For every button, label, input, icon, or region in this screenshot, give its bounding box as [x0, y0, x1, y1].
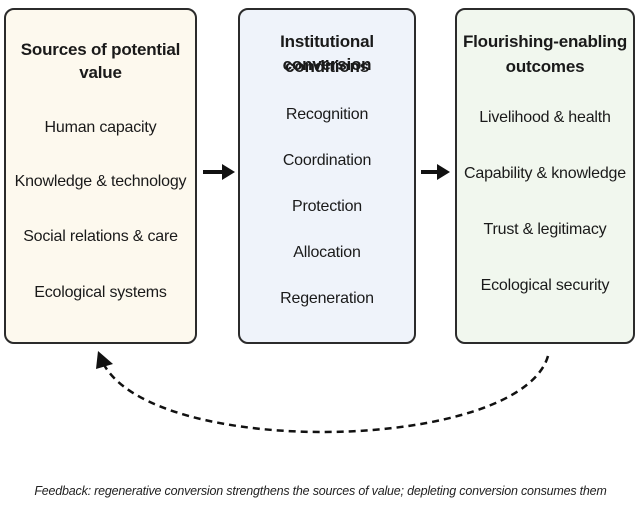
- sources-item-ecological-systems: Ecological systems: [34, 284, 167, 301]
- outcomes-title-line2: outcomes: [505, 57, 585, 76]
- outcomes-item-livelihood-health: Livelihood & health: [479, 109, 611, 126]
- outcomes-item-capability-knowledge: Capability & knowledge: [464, 165, 626, 182]
- conditions-item-recognition: Recognition: [285, 106, 369, 123]
- conditions-item-regeneration: Regeneration: [280, 290, 374, 307]
- sources-title: Sources of potential value: [20, 40, 181, 82]
- outcomes-box: Flourishing-enabling outcomes Livelihood…: [455, 8, 635, 344]
- sources-item-social-relations: Social relations & care: [23, 228, 178, 245]
- conditions-title-line1: Institutional conversion: [280, 32, 374, 74]
- outcomes-title-line1: Flourishing-enabling: [462, 32, 628, 51]
- conditions-item-coordination: Coordination: [282, 152, 372, 169]
- conditions-item-protection: Protection: [291, 198, 363, 215]
- conditions-item-allocation: Allocation: [293, 244, 361, 261]
- feedback-dashed-arrow: [96, 351, 550, 434]
- sources-of-value-box: Sources of potential value Human capacit…: [4, 8, 197, 344]
- arrow-sources-to-conditions: [203, 164, 235, 180]
- feedback-caption: Feedback: regenerative conversion streng…: [34, 484, 607, 498]
- conversion-conditions-box: Institutional conversion conditions Reco…: [238, 8, 416, 344]
- outcomes-item-ecological-security: Ecological security: [480, 277, 610, 294]
- sources-item-human-capacity: Human capacity: [44, 119, 157, 136]
- sources-item-knowledge-technology: Knowledge & technology: [14, 173, 187, 190]
- outcomes-item-trust-legitimacy: Trust & legitimacy: [483, 221, 607, 238]
- conditions-title-line2: conditions: [285, 57, 369, 76]
- arrow-conditions-to-outcomes: [421, 164, 450, 180]
